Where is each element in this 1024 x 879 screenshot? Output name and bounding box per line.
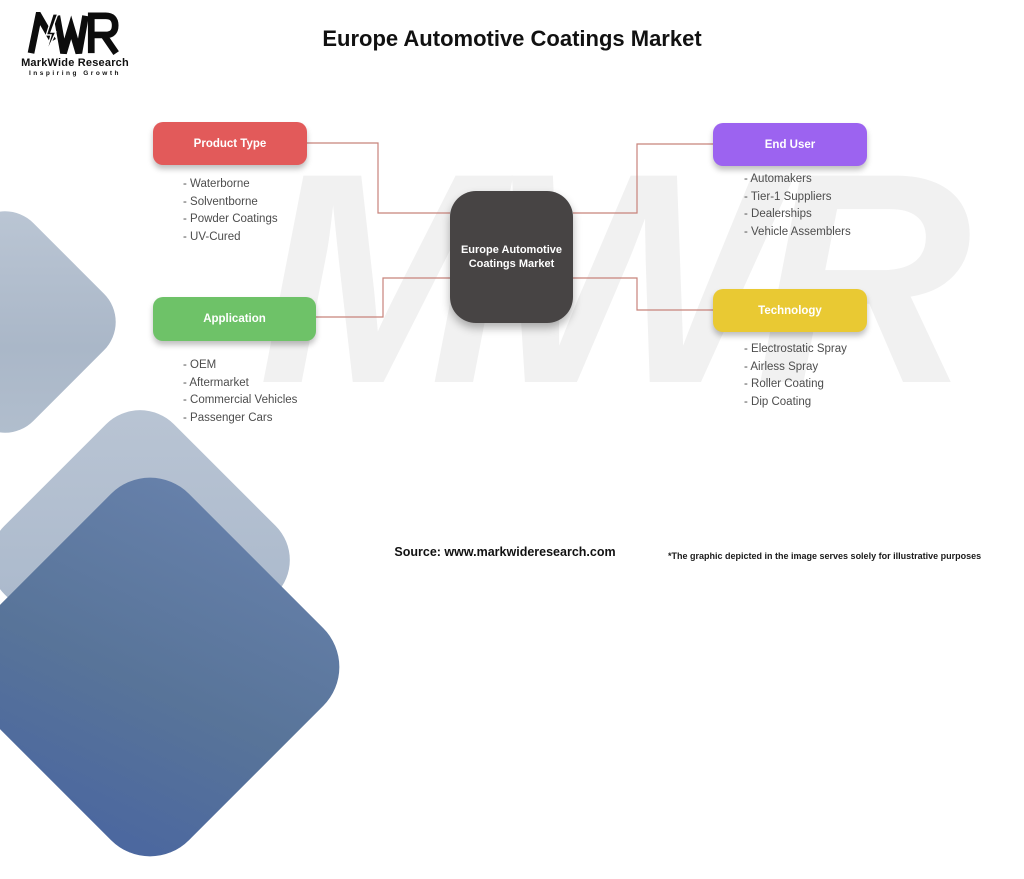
- logo-tagline-text: Inspiring Growth: [29, 70, 121, 77]
- list-item: - UV-Cured: [183, 230, 241, 243]
- list-item: - Tier-1 Suppliers: [744, 190, 832, 203]
- end-user-box: End User: [713, 123, 867, 166]
- center-node-label-line2: Coatings Market: [468, 258, 555, 270]
- markwide-research-logo: MarkWide Research Inspiring Growth: [20, 12, 130, 77]
- list-item: - Commercial Vehicles: [183, 394, 298, 406]
- list-item: - Vehicle Assemblers: [744, 225, 851, 238]
- list-item: - Powder Coatings: [183, 213, 278, 225]
- list-item: - Waterborne: [183, 178, 250, 190]
- list-item: - Passenger Cars: [183, 411, 273, 424]
- end-user-label: End User: [764, 138, 816, 151]
- end-user-list: - Automakers - Tier-1 Suppliers - Dealer…: [744, 171, 851, 241]
- application-list: - OEM - Aftermarket - Commercial Vehicle…: [183, 357, 297, 427]
- list-item: - Dealerships: [744, 208, 812, 220]
- mwr-logo-monogram: [27, 12, 119, 56]
- list-item: - Airless Spray: [744, 360, 819, 373]
- technology-box: Technology: [713, 289, 867, 332]
- technology-list: - Electrostatic Spray - Airless Spray - …: [744, 341, 847, 411]
- source-text: Source: www.markwideresearch.com: [394, 545, 616, 559]
- product-type-label: Product Type: [193, 137, 267, 150]
- list-item: - Dip Coating: [744, 395, 812, 408]
- technology-label: Technology: [758, 304, 822, 317]
- application-label: Application: [203, 313, 266, 325]
- disclaimer-text: *The graphic depicted in the image serve…: [668, 551, 982, 561]
- list-item: - Roller Coating: [744, 378, 824, 390]
- list-item: - Automakers: [744, 173, 812, 185]
- product-type-box: Product Type: [153, 122, 307, 165]
- list-item: - Electrostatic Spray: [744, 343, 847, 355]
- center-node-label-line1: Europe Automotive: [460, 244, 563, 256]
- list-item: - Aftermarket: [183, 376, 249, 389]
- list-item: - Solventborne: [183, 195, 258, 208]
- page-title: Europe Automotive Coatings Market: [322, 26, 702, 51]
- product-type-list: - Waterborne - Solventborne - Powder Coa…: [183, 176, 278, 246]
- logo-brand-text: MarkWide Research: [21, 57, 129, 69]
- connector-lines: [307, 142, 713, 318]
- center-node: Europe Automotive Coatings Market: [450, 191, 573, 323]
- application-box: Application: [153, 297, 316, 341]
- list-item: - OEM: [183, 359, 217, 371]
